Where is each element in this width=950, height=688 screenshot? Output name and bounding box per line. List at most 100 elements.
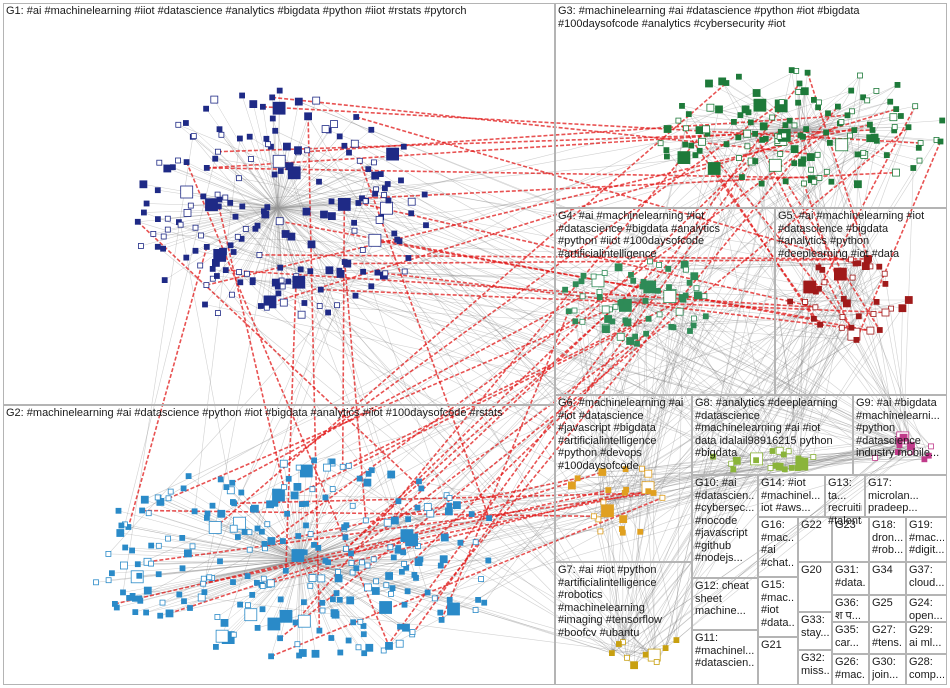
graph-node[interactable] (330, 609, 339, 617)
graph-node[interactable] (375, 215, 384, 224)
graph-node[interactable] (405, 533, 419, 547)
graph-node[interactable] (335, 569, 342, 575)
graph-node[interactable] (418, 485, 425, 492)
graph-node[interactable] (730, 466, 737, 473)
group-panel-g8[interactable]: G8: #analytics #deeplearning #datascienc… (692, 395, 853, 475)
graph-node[interactable] (216, 126, 223, 133)
graph-node[interactable] (296, 652, 303, 659)
graph-node[interactable] (572, 318, 579, 325)
graph-node[interactable] (279, 538, 286, 544)
graph-node[interactable] (472, 539, 479, 546)
graph-node[interactable] (311, 542, 317, 548)
graph-node[interactable] (690, 272, 699, 281)
graph-node[interactable] (281, 230, 290, 238)
graph-node[interactable] (304, 147, 311, 154)
graph-node[interactable] (736, 73, 742, 80)
graph-node[interactable] (860, 149, 867, 156)
graph-node[interactable] (732, 456, 741, 465)
graph-node[interactable] (302, 207, 311, 216)
graph-node[interactable] (882, 280, 889, 287)
graph-node[interactable] (374, 269, 381, 276)
graph-node[interactable] (619, 529, 626, 536)
graph-node[interactable] (263, 135, 270, 142)
graph-node[interactable] (292, 275, 306, 289)
graph-node[interactable] (116, 529, 125, 537)
graph-node[interactable] (656, 261, 662, 268)
graph-node[interactable] (307, 531, 314, 537)
graph-node[interactable] (925, 452, 932, 459)
graph-node[interactable] (867, 121, 873, 128)
graph-node[interactable] (788, 67, 795, 73)
graph-node[interactable] (290, 491, 299, 500)
graph-node[interactable] (827, 139, 833, 146)
graph-node[interactable] (352, 292, 359, 299)
graph-node[interactable] (677, 151, 691, 165)
graph-node[interactable] (626, 337, 634, 345)
graph-node[interactable] (795, 99, 801, 106)
graph-node[interactable] (189, 543, 196, 550)
graph-node[interactable] (311, 649, 320, 658)
graph-node[interactable] (791, 160, 798, 167)
graph-node[interactable] (254, 525, 261, 532)
graph-node[interactable] (713, 163, 720, 169)
graph-node[interactable] (246, 133, 253, 140)
graph-node[interactable] (718, 77, 727, 86)
graph-node[interactable] (236, 135, 243, 142)
graph-node[interactable] (264, 204, 271, 211)
graph-node[interactable] (341, 142, 348, 149)
graph-node[interactable] (263, 304, 270, 311)
graph-node[interactable] (231, 500, 238, 507)
graph-node[interactable] (870, 311, 877, 317)
graph-node[interactable] (214, 191, 221, 198)
graph-node[interactable] (360, 268, 367, 275)
graph-node[interactable] (291, 549, 305, 562)
graph-node[interactable] (596, 294, 603, 301)
graph-node[interactable] (334, 302, 340, 309)
graph-node[interactable] (760, 124, 767, 131)
graph-node[interactable] (843, 299, 851, 308)
graph-node[interactable] (395, 498, 402, 505)
graph-node[interactable] (165, 609, 174, 618)
graph-node[interactable] (405, 516, 412, 523)
graph-node[interactable] (213, 273, 220, 279)
graph-node[interactable] (280, 484, 287, 491)
graph-node[interactable] (217, 509, 226, 518)
graph-node[interactable] (182, 120, 189, 126)
graph-node[interactable] (118, 522, 125, 529)
graph-node[interactable] (876, 327, 883, 333)
graph-node[interactable] (360, 631, 367, 638)
graph-node[interactable] (814, 151, 821, 158)
graph-node[interactable] (796, 80, 803, 87)
graph-node[interactable] (134, 218, 141, 225)
graph-node[interactable] (848, 324, 855, 331)
graph-node[interactable] (268, 653, 275, 660)
graph-node[interactable] (230, 249, 237, 255)
graph-node[interactable] (605, 487, 612, 494)
graph-node[interactable] (143, 609, 150, 616)
graph-node[interactable] (747, 119, 754, 126)
graph-node[interactable] (343, 545, 349, 552)
graph-node[interactable] (328, 635, 335, 641)
graph-node[interactable] (440, 533, 449, 542)
graph-node[interactable] (400, 549, 407, 556)
graph-node[interactable] (308, 574, 317, 582)
graph-node[interactable] (317, 286, 324, 293)
graph-node[interactable] (622, 466, 629, 473)
graph-node[interactable] (619, 515, 628, 523)
graph-node[interactable] (226, 486, 235, 495)
graph-node[interactable] (277, 596, 284, 603)
graph-node[interactable] (659, 494, 666, 501)
graph-node[interactable] (802, 298, 808, 305)
graph-node[interactable] (562, 286, 568, 293)
graph-node[interactable] (183, 549, 192, 558)
graph-node[interactable] (835, 103, 841, 110)
graph-node[interactable] (154, 216, 161, 223)
graph-node[interactable] (385, 197, 392, 204)
graph-node[interactable] (731, 119, 737, 125)
graph-node[interactable] (834, 267, 847, 281)
graph-node[interactable] (299, 464, 313, 478)
graph-node[interactable] (916, 157, 923, 164)
graph-node[interactable] (246, 546, 253, 553)
graph-node[interactable] (816, 99, 822, 106)
graph-node[interactable] (316, 303, 323, 309)
